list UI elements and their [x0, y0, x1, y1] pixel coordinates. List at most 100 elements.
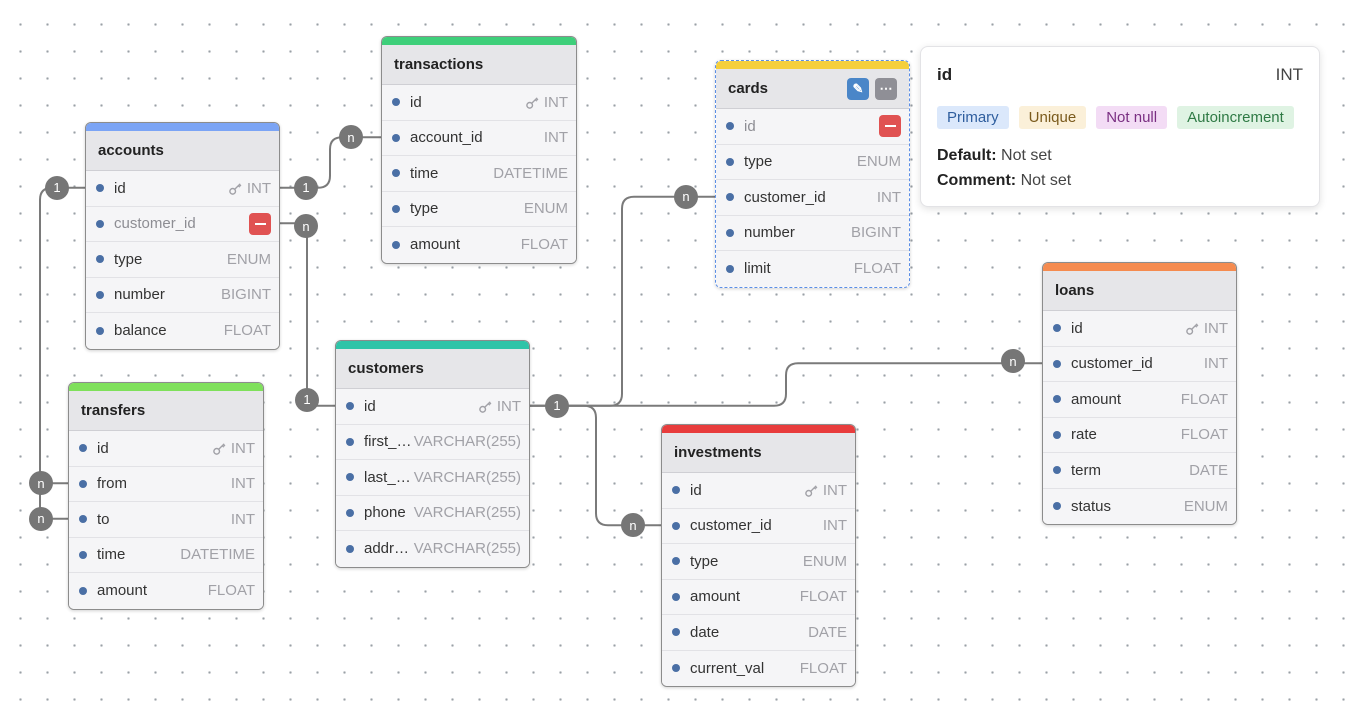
field-name: last_name: [364, 468, 414, 486]
field-name: id: [114, 179, 126, 197]
field-type: INT: [230, 510, 255, 528]
field-row[interactable]: last_nameVARCHAR(255): [336, 460, 529, 496]
chip-not-null: Not null: [1096, 106, 1168, 129]
field-row[interactable]: first_nameVARCHAR(255): [336, 424, 529, 460]
field-type: BIGINT: [220, 286, 271, 304]
table-header[interactable]: transactions: [382, 45, 576, 85]
field-dot: [726, 228, 734, 237]
field-type: FLOAT: [520, 236, 568, 254]
key-icon: [1186, 323, 1199, 335]
field-dot: [1053, 395, 1061, 404]
field-name: customer_id: [114, 215, 196, 233]
field-name: to: [97, 510, 110, 528]
field-type: ENUM: [1183, 497, 1228, 515]
relationship-line: [528, 362, 1042, 407]
delete-field-button[interactable]: [879, 115, 901, 138]
field-name: amount: [1071, 390, 1122, 408]
field-row[interactable]: id: [716, 109, 909, 145]
field-name: first_name: [364, 433, 414, 451]
delete-field-button[interactable]: [249, 212, 271, 235]
field-dot: [726, 264, 734, 273]
field-name: id: [1071, 319, 1083, 337]
table-customers[interactable]: customersidINTfirst_nameVARCHAR(255)last…: [335, 340, 530, 568]
field-row[interactable]: amount FLOAT: [1043, 382, 1236, 418]
cardinality-badge: 1: [45, 175, 69, 200]
table-name: cards: [728, 80, 769, 97]
field-dot: [79, 550, 87, 559]
table-header[interactable]: cards ✎ ⋯: [716, 69, 909, 109]
field-dot: [96, 290, 104, 299]
field-dot: [392, 98, 400, 107]
field-dot: [726, 122, 734, 131]
field-row[interactable]: to INT: [69, 502, 263, 538]
field-name: type: [690, 552, 719, 570]
table-header[interactable]: transfers: [69, 391, 263, 431]
chip-primary: Primary: [937, 106, 1009, 129]
chip-autoincrement: Autoincrement: [1177, 106, 1294, 129]
field-type: INT: [230, 475, 255, 493]
field-name: address: [364, 540, 414, 558]
field-type: FLOAT: [799, 659, 847, 677]
table-color-bar: [662, 425, 855, 433]
edit-icon[interactable]: ✎: [847, 77, 869, 100]
field-name: time: [97, 546, 126, 564]
field-type: FLOAT: [1180, 390, 1228, 408]
table-header[interactable]: customers: [336, 349, 529, 389]
more-icon[interactable]: ⋯: [875, 77, 897, 100]
field-dot: [392, 204, 400, 213]
field-name: customer_id: [690, 517, 772, 535]
field-name: balance: [114, 322, 167, 340]
field-dot: [1053, 430, 1061, 439]
field-type: FLOAT: [1180, 426, 1228, 444]
table-header[interactable]: accounts: [86, 131, 279, 171]
field-name: id: [410, 93, 422, 111]
table-header[interactable]: investments: [662, 433, 855, 473]
table-header[interactable]: loans: [1043, 271, 1236, 311]
cardinality-badge: 1: [295, 387, 319, 412]
field-name: limit: [744, 260, 771, 278]
field-row[interactable]: customer_id: [86, 206, 279, 242]
field-name: term: [1071, 461, 1101, 479]
key-icon: [526, 97, 539, 109]
table-color-bar: [336, 341, 529, 349]
field-dot: [726, 157, 734, 166]
